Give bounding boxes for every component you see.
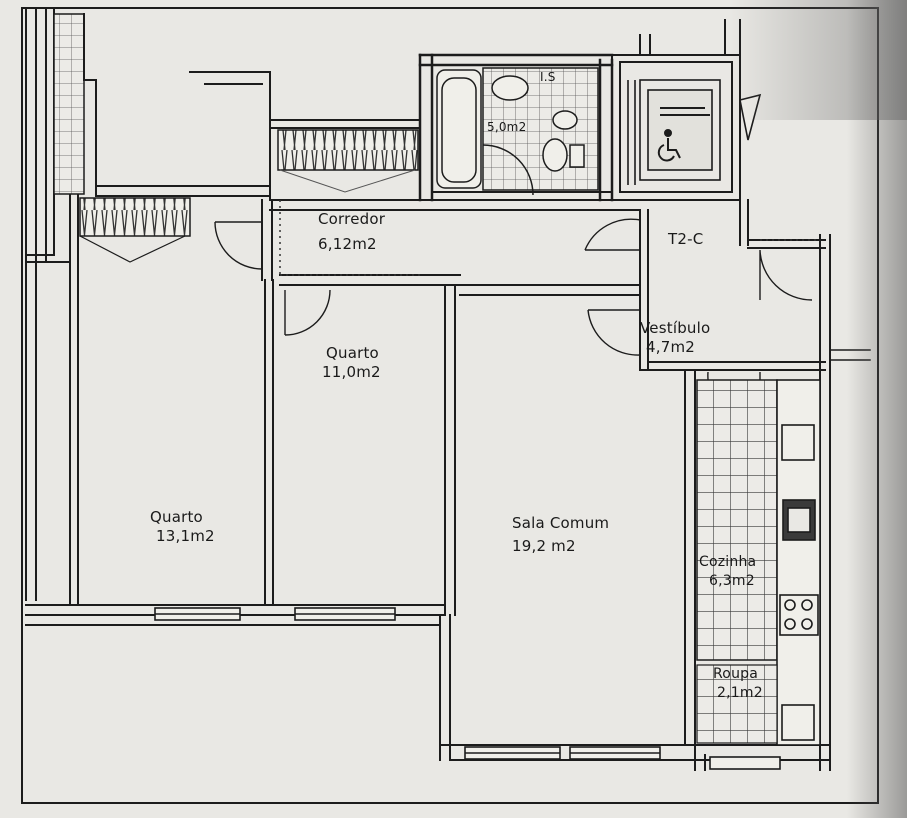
room-area: 6,12m2 bbox=[318, 235, 377, 253]
room-name: Quarto bbox=[150, 508, 203, 526]
room-label-sala: Sala Comum 19,2 m2 bbox=[512, 514, 609, 556]
washbasin bbox=[491, 75, 529, 101]
room-label-cozinha: Cozinha 6,3m2 bbox=[699, 553, 756, 591]
lift-sign-lines bbox=[660, 107, 710, 116]
room-area: 13,1m2 bbox=[156, 527, 215, 545]
wheelchair-icon bbox=[657, 129, 681, 162]
room-label-wc-area: 5,0m2 bbox=[487, 118, 526, 137]
room-name: Quarto bbox=[326, 344, 379, 362]
stove bbox=[779, 594, 819, 636]
left-facade-window bbox=[53, 13, 85, 195]
typology-code: T2-C bbox=[668, 230, 704, 248]
room-name: Roupa bbox=[713, 666, 759, 682]
room-name: Vestíbulo bbox=[640, 319, 711, 337]
room-label-wc: I.S bbox=[540, 68, 556, 87]
walls bbox=[25, 9, 871, 771]
kitchen-counter bbox=[776, 379, 821, 746]
bottom-windows bbox=[154, 607, 781, 770]
dotted-lines bbox=[279, 200, 820, 276]
room-name: Sala Comum bbox=[512, 514, 610, 532]
bathroom bbox=[436, 67, 599, 196]
room-label-corredor: Corredor 6,12m2 bbox=[318, 210, 385, 254]
room-label-quarto-large: Quarto 13,1m2 bbox=[150, 508, 215, 546]
room-area: 2,1m2 bbox=[717, 685, 763, 701]
room-area: 5,0m2 bbox=[487, 120, 527, 134]
room-label-typology: T2-C bbox=[668, 230, 703, 249]
scan-shadow-right bbox=[847, 0, 907, 818]
room-area: 19,2 m2 bbox=[512, 537, 576, 555]
wardrobe-top bbox=[277, 129, 419, 171]
room-name: I.S bbox=[540, 70, 556, 84]
room-area: 11,0m2 bbox=[322, 363, 381, 381]
fridge bbox=[781, 424, 815, 461]
scan-shadow-top bbox=[730, 0, 907, 120]
room-label-vestibulo: Vestíbulo 4,7m2 bbox=[640, 319, 710, 357]
room-name: Corredor bbox=[318, 210, 386, 228]
toilet bbox=[542, 138, 568, 172]
bidet bbox=[552, 110, 578, 130]
kitchen-floor bbox=[696, 379, 778, 661]
room-area: 4,7m2 bbox=[646, 338, 696, 356]
wardrobe-left bbox=[79, 197, 191, 237]
laundry-sink bbox=[781, 704, 815, 741]
room-label-quarto-small: Quarto 11,0m2 bbox=[322, 344, 381, 382]
roupa-floor bbox=[696, 664, 778, 744]
room-area: 6,3m2 bbox=[709, 573, 755, 589]
room-label-roupa: Roupa 2,1m2 bbox=[713, 665, 763, 703]
room-name: Cozinha bbox=[699, 554, 757, 570]
